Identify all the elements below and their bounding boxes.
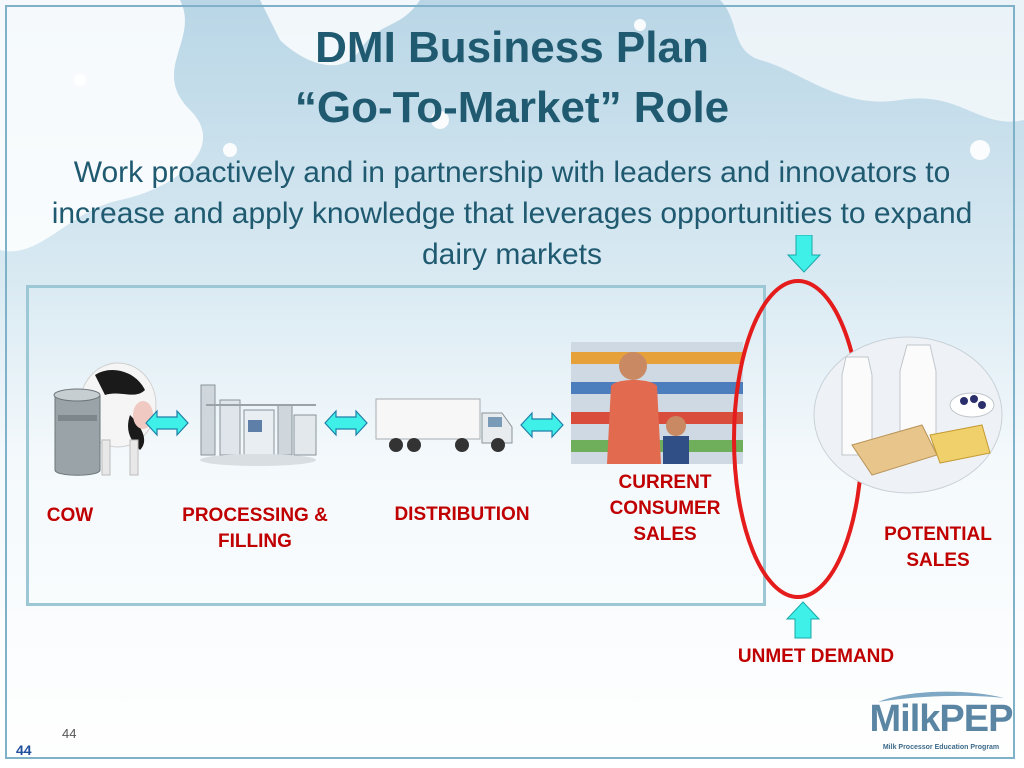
dairy-products-image — [813, 336, 1003, 494]
up-arrow-icon — [785, 601, 821, 639]
logo-swoosh-icon — [878, 691, 1004, 702]
stage-label-current-line1: CURRENT — [618, 472, 712, 493]
down-arrow-icon — [786, 235, 822, 273]
milkpep-logo: MilkPEP Milk Processor Education Program — [868, 690, 1014, 756]
slide-frame — [5, 5, 1015, 759]
cow-image — [53, 362, 157, 476]
delivery-truck-image — [375, 398, 513, 452]
double-arrow-icon — [145, 409, 189, 437]
double-arrow-icon — [520, 411, 564, 439]
stage-label-current-line3: SALES — [633, 524, 697, 545]
stage-label-processing-line1: PROCESSING & — [182, 505, 328, 526]
value-chain-box — [26, 285, 766, 606]
logo-tagline: Milk Processor Education Program — [882, 744, 1000, 751]
stage-label-current-line2: CONSUMER — [609, 498, 721, 519]
stage-label-processing-line2: FILLING — [218, 531, 292, 552]
stage-label-processing: PROCESSING & FILLING — [160, 503, 350, 555]
stage-label-current-sales: CURRENT CONSUMER SALES — [590, 470, 740, 548]
stage-label-potential-line1: POTENTIAL — [884, 524, 992, 545]
slide-title-line1: DMI Business Plan — [315, 23, 709, 72]
processing-plant-image — [200, 384, 317, 466]
stage-label-unmet-demand: UNMET DEMAND — [737, 646, 895, 667]
slide-title-line2: “Go-To-Market” Role — [294, 83, 730, 132]
slide-subtitle: Work proactively and in partnership with… — [51, 156, 973, 271]
stage-label-potential-sales: POTENTIAL SALES — [862, 522, 1014, 574]
stage-label-potential-line2: SALES — [906, 550, 970, 571]
page-number: 44 — [62, 726, 77, 741]
stage-label-cow: COW — [46, 505, 94, 526]
double-arrow-icon — [324, 409, 368, 437]
logo-wordmark: MilkPEP — [869, 698, 1014, 740]
supermarket-shopper-image — [571, 342, 743, 464]
corner-page-number: 44 — [16, 742, 32, 758]
stage-label-distribution: DISTRIBUTION — [394, 504, 530, 525]
